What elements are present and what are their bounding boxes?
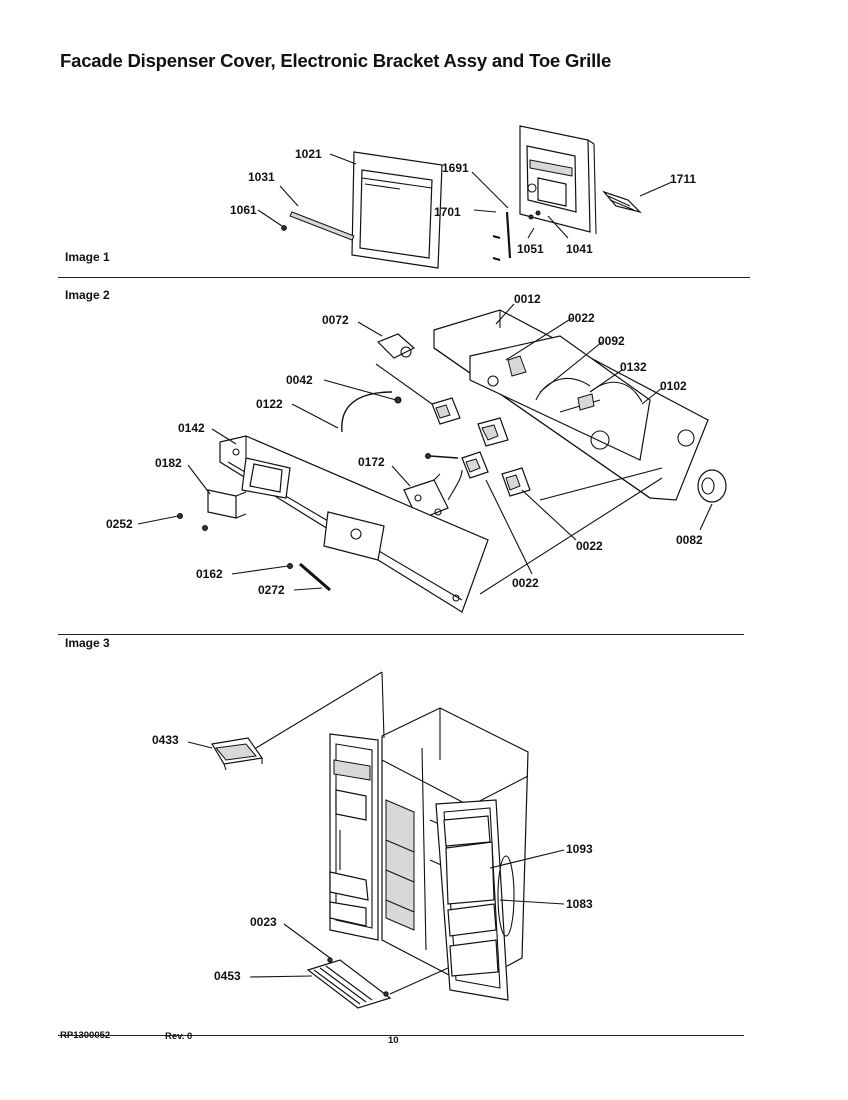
switch (461, 451, 489, 479)
callout-0252: 0252 (106, 517, 133, 531)
callout-0122: 0122 (256, 397, 283, 411)
callout-0072: 0072 (322, 313, 349, 327)
callout-0022: 0022 (568, 311, 595, 325)
callout-0082: 0082 (676, 533, 703, 547)
callout-0012: 0012 (514, 292, 541, 306)
callout-0182: 0182 (155, 456, 182, 470)
callout-1083: 1083 (566, 897, 593, 911)
callout-1021: 1021 (295, 147, 322, 161)
dispenser-pad (602, 190, 642, 214)
callout-1041: 1041 (566, 242, 593, 256)
hinge-pin (505, 211, 512, 259)
section-label-image-1: Image 1 (65, 250, 110, 264)
callout-0142: 0142 (178, 421, 205, 435)
electronic-bracket (433, 309, 709, 501)
callout-1701: 1701 (434, 205, 461, 219)
callout-0453: 0453 (214, 969, 241, 983)
image-1-drawing: 1021 1031 1061 1691 1701 1711 1051 1041 (230, 125, 696, 269)
section-label-image-2: Image 2 (65, 288, 110, 302)
sensor (376, 333, 416, 359)
door-bin (211, 737, 264, 771)
connector (207, 489, 247, 519)
callout-1691: 1691 (442, 161, 469, 175)
callout-0172: 0172 (358, 455, 385, 469)
doc-number: RP1300052 (60, 1030, 111, 1041)
callout-0102: 0102 (660, 379, 687, 393)
callout-0433: 0433 (152, 733, 179, 747)
callout-1061: 1061 (230, 203, 257, 217)
cable (341, 391, 393, 433)
freezer-door (329, 733, 379, 941)
callout-0162: 0162 (196, 567, 223, 581)
page-title: Facade Dispenser Cover, Electronic Brack… (60, 50, 612, 71)
callout-0092: 0092 (598, 334, 625, 348)
image-2-drawing: 0012 0072 0022 0092 0132 0042 0102 0122 … (106, 292, 727, 613)
fresh-food-door (435, 799, 515, 1001)
dispenser-housing (519, 125, 597, 235)
rod (299, 562, 331, 592)
section-divider (58, 634, 744, 635)
callout-1093: 1093 (566, 842, 593, 856)
callout-0022: 0022 (512, 576, 539, 590)
screw (281, 225, 287, 231)
section-label-image-3: Image 3 (65, 636, 110, 650)
callout-0132: 0132 (620, 360, 647, 374)
knob (697, 469, 727, 503)
page-number: 10 (388, 1035, 399, 1046)
callout-0272: 0272 (258, 583, 285, 597)
callout-0042: 0042 (286, 373, 313, 387)
callout-1031: 1031 (248, 170, 275, 184)
callout-1711: 1711 (670, 172, 696, 186)
trim-strip (289, 211, 355, 241)
switch (501, 467, 531, 497)
dispenser-cover-frame (351, 151, 443, 269)
front-bracket-panel (219, 435, 489, 613)
callout-0022: 0022 (576, 539, 603, 553)
toe-grille (306, 959, 392, 1009)
revision: Rev. 0 (165, 1031, 193, 1042)
switch (477, 417, 509, 447)
switch (431, 397, 461, 425)
section-divider (58, 277, 750, 278)
callout-0023: 0023 (250, 915, 277, 929)
callout-1051: 1051 (517, 242, 544, 256)
section-divider (58, 1035, 744, 1036)
image-3-drawing: 0433 1093 1083 0023 0453 (152, 671, 593, 1009)
